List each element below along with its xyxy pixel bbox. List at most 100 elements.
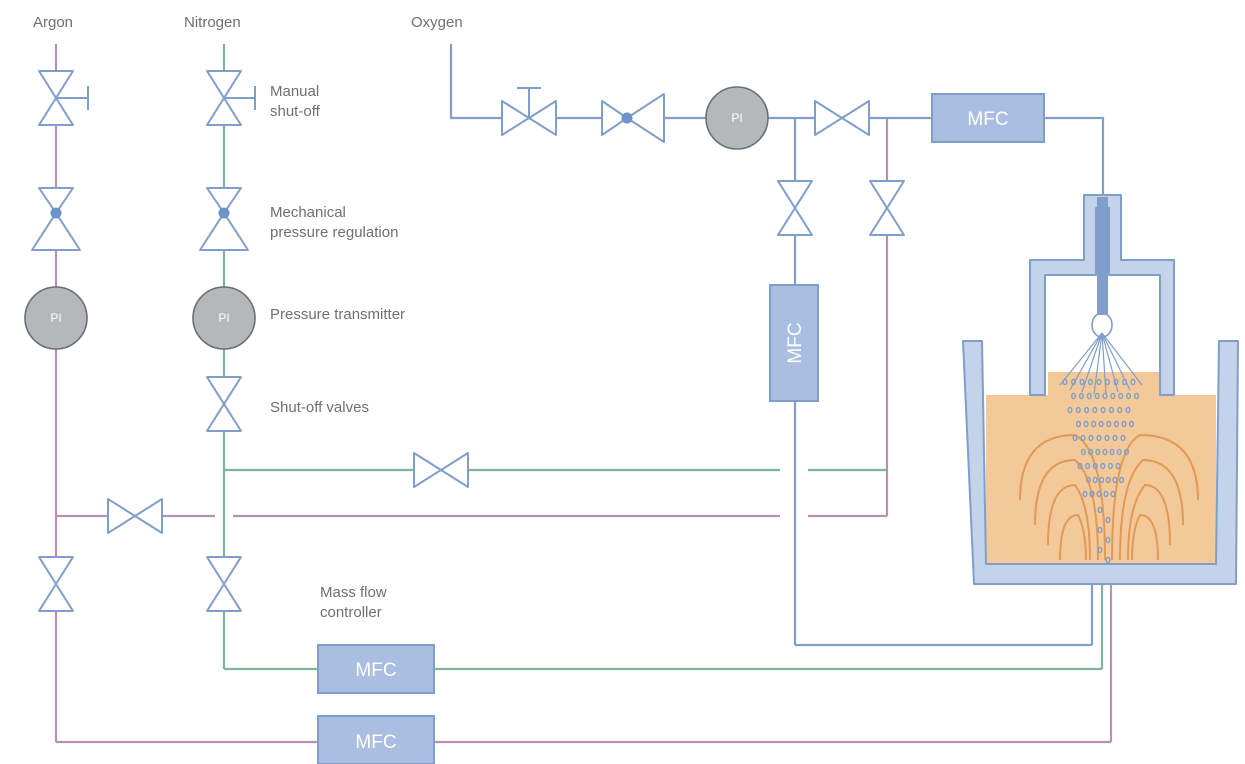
gas-bubble [1100,462,1106,470]
gas-bubble [1126,392,1132,400]
gas-bubble [1123,448,1129,456]
nitrogen-shutoff-valve-upper[interactable] [206,376,242,432]
oxygen-lance-mfc[interactable]: MFC [931,93,1045,143]
gas-bubble [1130,378,1136,386]
gas-bubble [1113,420,1119,428]
gas-bubble [1118,392,1124,400]
nitrogen-pressure-regulator[interactable] [199,187,249,251]
gas-bubble [1121,420,1127,428]
svg-text:PI: PI [50,311,61,325]
gas-bubble [1075,420,1081,428]
gas-bubble [1103,490,1109,498]
gas-bubble [1105,516,1111,524]
pressure-transmitter-label: Pressure transmitter [270,306,405,323]
gas-bubble [1120,434,1126,442]
manual-shutoff-label-line1: Manual [270,83,319,100]
oxygen-manual-valve[interactable] [501,87,557,136]
svg-text:PI: PI [731,111,742,125]
gas-bubble [1112,476,1118,484]
gas-bubble [1117,406,1123,414]
oxygen-shutoff-valve[interactable] [814,100,870,136]
gas-bubble [1070,392,1076,400]
gas-bubble [1080,434,1086,442]
svg-text:MFC: MFC [355,732,396,753]
gas-bubble [1097,526,1103,534]
nitrogen-mfc[interactable]: MFC [317,644,435,694]
gas-bubble [1105,476,1111,484]
gas-bubble [1110,490,1116,498]
gas-bubble [1067,406,1073,414]
gas-bubble [1083,420,1089,428]
gas-bubble [1102,448,1108,456]
argon-branch-valve[interactable] [869,180,905,236]
gas-bubble [1115,462,1121,470]
argon-pressure-indicator: PI [24,286,88,350]
gas-bubble [1105,556,1111,564]
gas-bubble [1107,462,1113,470]
gas-bubble [1109,448,1115,456]
nitrogen-manual-shutoff-valve[interactable] [206,70,256,126]
argon-shutoff-valve[interactable] [38,556,74,612]
gas-bubble [1108,406,1114,414]
nitrogen-branch-valve[interactable] [413,452,469,488]
gas-bubble [1085,462,1091,470]
gas-bubble [1125,406,1131,414]
gas-bubble [1078,392,1084,400]
gas-bubble [1082,490,1088,498]
manual-shutoff-label-line2: shut-off [270,103,321,120]
nitrogen-shutoff-valve-lower[interactable] [206,556,242,612]
gas-bubble [1077,462,1083,470]
shutoff-valves-label: Shut-off valves [270,399,369,416]
svg-text:MFC: MFC [355,660,396,681]
oxygen-label: Oxygen [411,14,463,31]
gas-bubble [1088,448,1094,456]
argon-mfc[interactable]: MFC [317,715,435,764]
mass-flow-controller-label-line1: Mass flow [320,584,387,601]
gas-bubble [1085,476,1091,484]
argon-nitrogen-crossover-valve[interactable] [107,498,163,534]
svg-text:PI: PI [218,311,229,325]
gas-bubble [1070,378,1076,386]
gas-bubble [1089,490,1095,498]
gas-bubble [1133,392,1139,400]
oxygen-branch-valve[interactable] [777,180,813,236]
gas-bubble [1112,434,1118,442]
gas-bubble [1084,406,1090,414]
argon-manual-shutoff-valve[interactable] [38,70,89,126]
argon-pressure-regulator[interactable] [31,187,81,251]
gas-bubble [1095,448,1101,456]
gas-bubble [1116,448,1122,456]
gas-bubble [1097,506,1103,514]
gas-bubble [1100,406,1106,414]
oxygen-bottom-mfc[interactable]: MFC [769,284,819,402]
gas-bubble [1105,536,1111,544]
oxygen-pressure-regulator[interactable] [601,93,665,143]
nitrogen-label: Nitrogen [184,14,241,31]
mechanical-regulation-label-line2: pressure regulation [270,224,398,241]
gas-bubble [1072,434,1078,442]
argon-pipes [54,44,1113,744]
svg-text:MFC: MFC [785,322,806,363]
gas-bubble [1092,406,1098,414]
converter-vessel [962,194,1239,585]
gas-bubble [1128,420,1134,428]
nitrogen-pressure-indicator: PI [192,286,256,350]
gas-bubble [1080,448,1086,456]
gas-bubble [1106,420,1112,428]
gas-bubble [1118,476,1124,484]
gas-bubble [1079,378,1085,386]
gas-bubble [1104,434,1110,442]
gas-bubble [1104,378,1110,386]
gas-bubble [1099,476,1105,484]
gas-bubble [1121,378,1127,386]
gas-bubble [1075,406,1081,414]
gas-bubble [1096,490,1102,498]
mass-flow-controller-label-line2: controller [320,604,382,621]
gas-bubble [1091,420,1097,428]
gas-bubble [1098,420,1104,428]
argon-label: Argon [33,14,73,31]
gas-bubble [1092,476,1098,484]
gas-bubble [1097,546,1103,554]
svg-text:MFC: MFC [967,109,1008,130]
